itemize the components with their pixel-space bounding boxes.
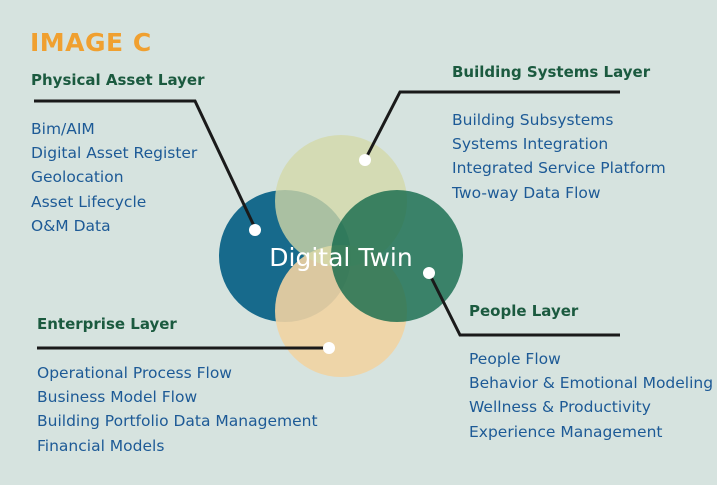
list-item: Asset Lifecycle (31, 192, 147, 211)
physical-connector (34, 99, 257, 229)
list-item: Two-way Data Flow (452, 183, 601, 202)
physical-dot (249, 224, 261, 236)
list-item: Business Model Flow (37, 388, 198, 407)
physical-layer-list: Bim/AIM Digital Asset Register Geolocati… (31, 117, 197, 238)
building-connector (363, 90, 620, 161)
list-item: People Flow (469, 350, 561, 368)
center-label: Digital Twin (269, 243, 412, 272)
list-item: Bim/AIM (31, 120, 95, 138)
list-item: Behavior & Emotional Modeling (469, 374, 714, 393)
enterprise-layer-list: Operational Process Flow Business Model … (37, 361, 318, 458)
building-layer-title: Building Systems Layer (452, 63, 651, 81)
people-layer-title: People Layer (469, 302, 579, 320)
list-item: Operational Process Flow (37, 364, 232, 382)
enterprise-dot (323, 342, 335, 354)
enterprise-layer-title: Enterprise Layer (37, 315, 177, 333)
image-label: IMAGE C (30, 28, 152, 57)
list-item: Financial Models (37, 436, 165, 455)
list-item: Systems Integration (452, 135, 609, 154)
people-layer-list: People Flow Behavior & Emotional Modelin… (469, 347, 713, 444)
building-dot (359, 154, 371, 166)
people-circle (331, 190, 463, 322)
list-item: Digital Asset Register (31, 144, 198, 163)
list-item: Building Portfolio Data Management (37, 412, 318, 431)
list-item: Geolocation (31, 168, 124, 187)
list-item: O&M Data (31, 216, 111, 235)
list-item: Wellness & Productivity (469, 398, 651, 417)
people-dot (423, 267, 435, 279)
list-item: Experience Management (469, 422, 663, 441)
venn-circles (219, 135, 463, 377)
people-connector (427, 272, 620, 337)
list-item: Building Subsystems (452, 111, 614, 129)
list-item: Integrated Service Platform (452, 159, 666, 178)
physical-layer-title: Physical Asset Layer (31, 71, 205, 89)
building-layer-list: Building Subsystems Systems Integration … (452, 108, 666, 205)
